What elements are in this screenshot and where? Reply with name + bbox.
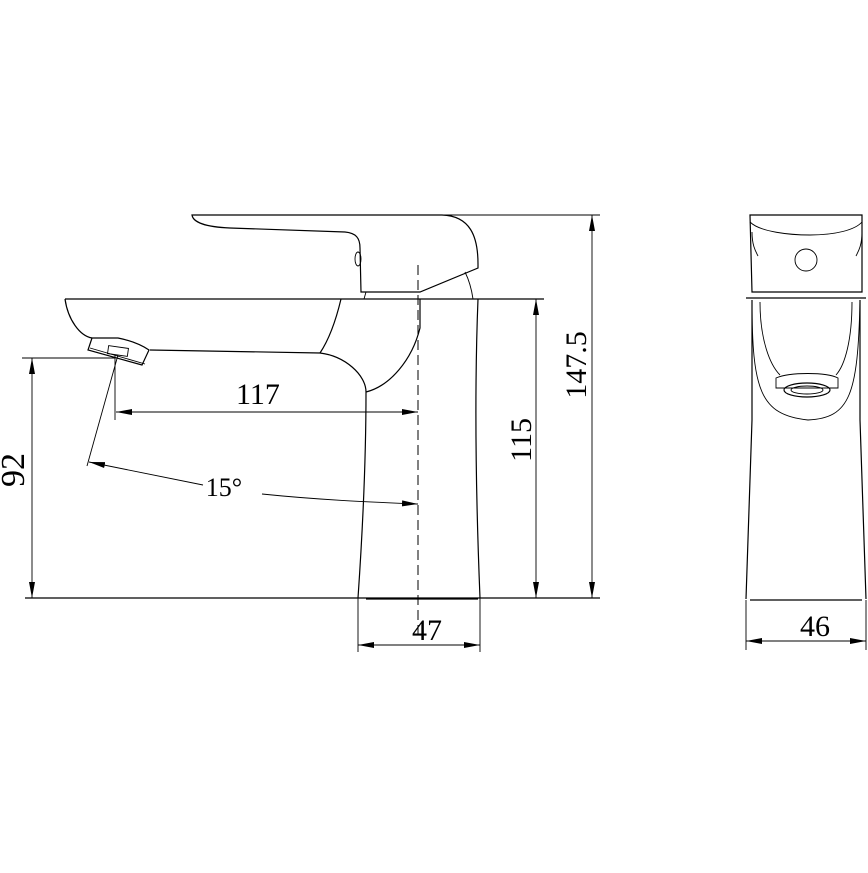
- spout: [64, 298, 421, 393]
- base-width-side-label: 47: [412, 614, 442, 647]
- dim-spout-angle: 15°: [86, 354, 419, 507]
- base-width-front-label: 46: [800, 610, 830, 643]
- dim-base-width-side: 47: [357, 598, 481, 652]
- spout-angle-label: 15°: [206, 473, 242, 502]
- lever-screw-icon: [354, 251, 362, 267]
- side-view: 117 15° 92 115 147.5: [0, 214, 600, 652]
- body-height-label: 115: [505, 418, 538, 462]
- front-body: [745, 300, 867, 601]
- spout-height-label: 92: [0, 453, 32, 487]
- dim-spout-reach: 117: [114, 355, 418, 420]
- total-height-label: 147.5: [560, 331, 593, 399]
- front-lever: [749, 214, 863, 293]
- dim-total-height: 147.5: [560, 215, 595, 598]
- aerator-icon: [783, 382, 831, 398]
- lever-screw-icon: [794, 248, 818, 272]
- spout-reach-label: 117: [236, 378, 280, 411]
- front-view: 46: [745, 214, 867, 650]
- dim-base-width-front: 46: [745, 600, 867, 650]
- front-spout: [751, 299, 861, 421]
- dim-body-height: 115: [505, 299, 539, 598]
- faucet-body: [357, 298, 481, 600]
- dim-spout-height: 92: [0, 357, 115, 598]
- lever-handle: [191, 214, 479, 300]
